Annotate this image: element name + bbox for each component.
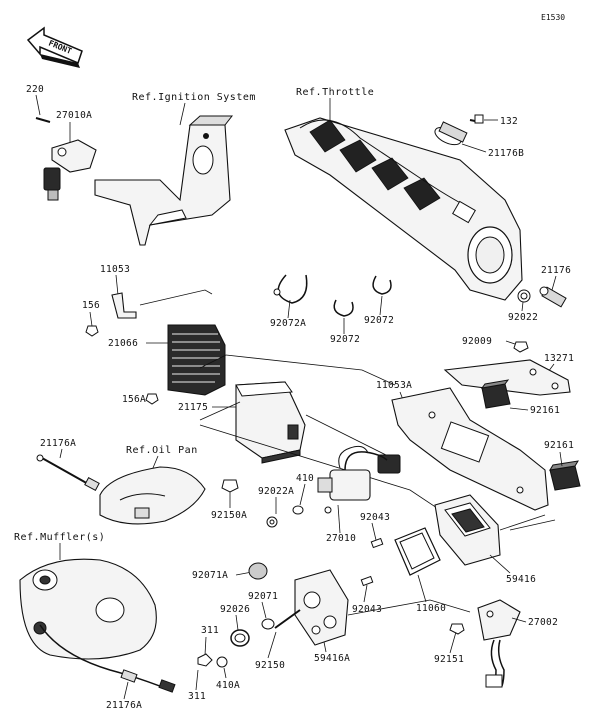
- sensor-21176B: [434, 114, 484, 146]
- part-92022: 92022: [508, 312, 538, 323]
- ref-throttle: Ref.Throttle: [296, 87, 374, 98]
- washer-410A: [216, 656, 228, 668]
- ecu-21175: [235, 381, 306, 464]
- part-92043-lower: 92043: [352, 604, 382, 615]
- part-156A: 156A: [122, 394, 146, 405]
- gasket-11060: [394, 527, 441, 576]
- part-13271: 13271: [544, 353, 574, 364]
- front-arrow-icon: FRONT: [26, 26, 83, 68]
- part-410: 410: [296, 473, 314, 484]
- part-11060: 11060: [416, 603, 446, 614]
- part-92009: 92009: [462, 336, 492, 347]
- ignition-bracket: [94, 115, 234, 246]
- part-92072A: 92072A: [270, 318, 306, 329]
- part-92071A: 92071A: [192, 570, 228, 581]
- ring-92026: [230, 629, 250, 647]
- switch-27010A: [43, 139, 97, 201]
- part-27010: 27010: [326, 533, 356, 544]
- part-92072-lower: 92072: [330, 334, 360, 345]
- part-59416: 59416: [506, 574, 536, 585]
- sensor-21176A-top: [36, 454, 100, 492]
- part-92026: 92026: [220, 604, 250, 615]
- part-92022A: 92022A: [258, 486, 294, 497]
- ref-muffler: Ref.Muffler(s): [14, 532, 105, 543]
- sensor-21176A-bottom: [39, 624, 176, 693]
- housing-59416A: [294, 569, 349, 646]
- part-156: 156: [82, 300, 100, 311]
- switch-27010: [317, 445, 401, 514]
- part-92043-upper: 92043: [360, 512, 390, 523]
- sensor-21176: [517, 286, 567, 308]
- part-59416A: 59416A: [314, 653, 350, 664]
- part-92161-lower: 92161: [544, 440, 574, 451]
- part-92150A: 92150A: [211, 510, 247, 521]
- damper-92161-lower: [549, 460, 581, 491]
- part-220: 220: [26, 84, 44, 95]
- bolt-92151: [449, 623, 465, 635]
- damper-92161-upper: [480, 379, 511, 409]
- seal-92071: [261, 618, 275, 630]
- part-21176: 21176: [541, 265, 571, 276]
- part-92072-upper: 92072: [364, 315, 394, 326]
- bracket-11053: [111, 292, 137, 319]
- part-410A: 410A: [216, 680, 240, 691]
- washers-410-92022A: [266, 505, 304, 528]
- bracket-11053A: [391, 387, 549, 511]
- part-27002: 27002: [528, 617, 558, 628]
- throttle-body: [284, 117, 523, 301]
- part-21176A-top: 21176A: [40, 438, 76, 449]
- bolt-156A: [145, 393, 159, 405]
- ref-oil-pan: Ref.Oil Pan: [126, 445, 198, 456]
- bolt-92009: [513, 341, 529, 353]
- part-21066: 21066: [108, 338, 138, 349]
- housing-59416: [434, 494, 501, 566]
- part-311-upper: 311: [201, 625, 219, 636]
- sensor-27002: [477, 599, 521, 688]
- part-311-lower: 311: [188, 691, 206, 702]
- plate-13271: [443, 359, 571, 396]
- part-11053A: 11053A: [376, 380, 412, 391]
- part-27010A: 27010A: [56, 110, 92, 121]
- part-21176A-bottom: 21176A: [106, 700, 142, 711]
- part-92161-upper: 92161: [530, 405, 560, 416]
- bolt-92150A: [221, 479, 239, 493]
- ref-ignition-system: Ref.Ignition System: [132, 92, 256, 103]
- cap-92071A: [248, 562, 268, 580]
- bolt-156: [85, 325, 99, 337]
- oil-pan: [99, 466, 206, 525]
- part-21176B: 21176B: [488, 148, 524, 159]
- part-21175: 21175: [178, 402, 208, 413]
- muffler: [19, 558, 157, 660]
- part-132: 132: [500, 116, 518, 127]
- clips-92072: [273, 274, 392, 317]
- nut-311: [197, 653, 213, 667]
- regulator-21066: [167, 324, 226, 396]
- part-92151: 92151: [434, 654, 464, 665]
- part-11053: 11053: [100, 264, 130, 275]
- part-92150: 92150: [255, 660, 285, 671]
- diagram-code: E1530: [541, 13, 565, 22]
- part-92071: 92071: [248, 591, 278, 602]
- pins-92043: [360, 537, 384, 587]
